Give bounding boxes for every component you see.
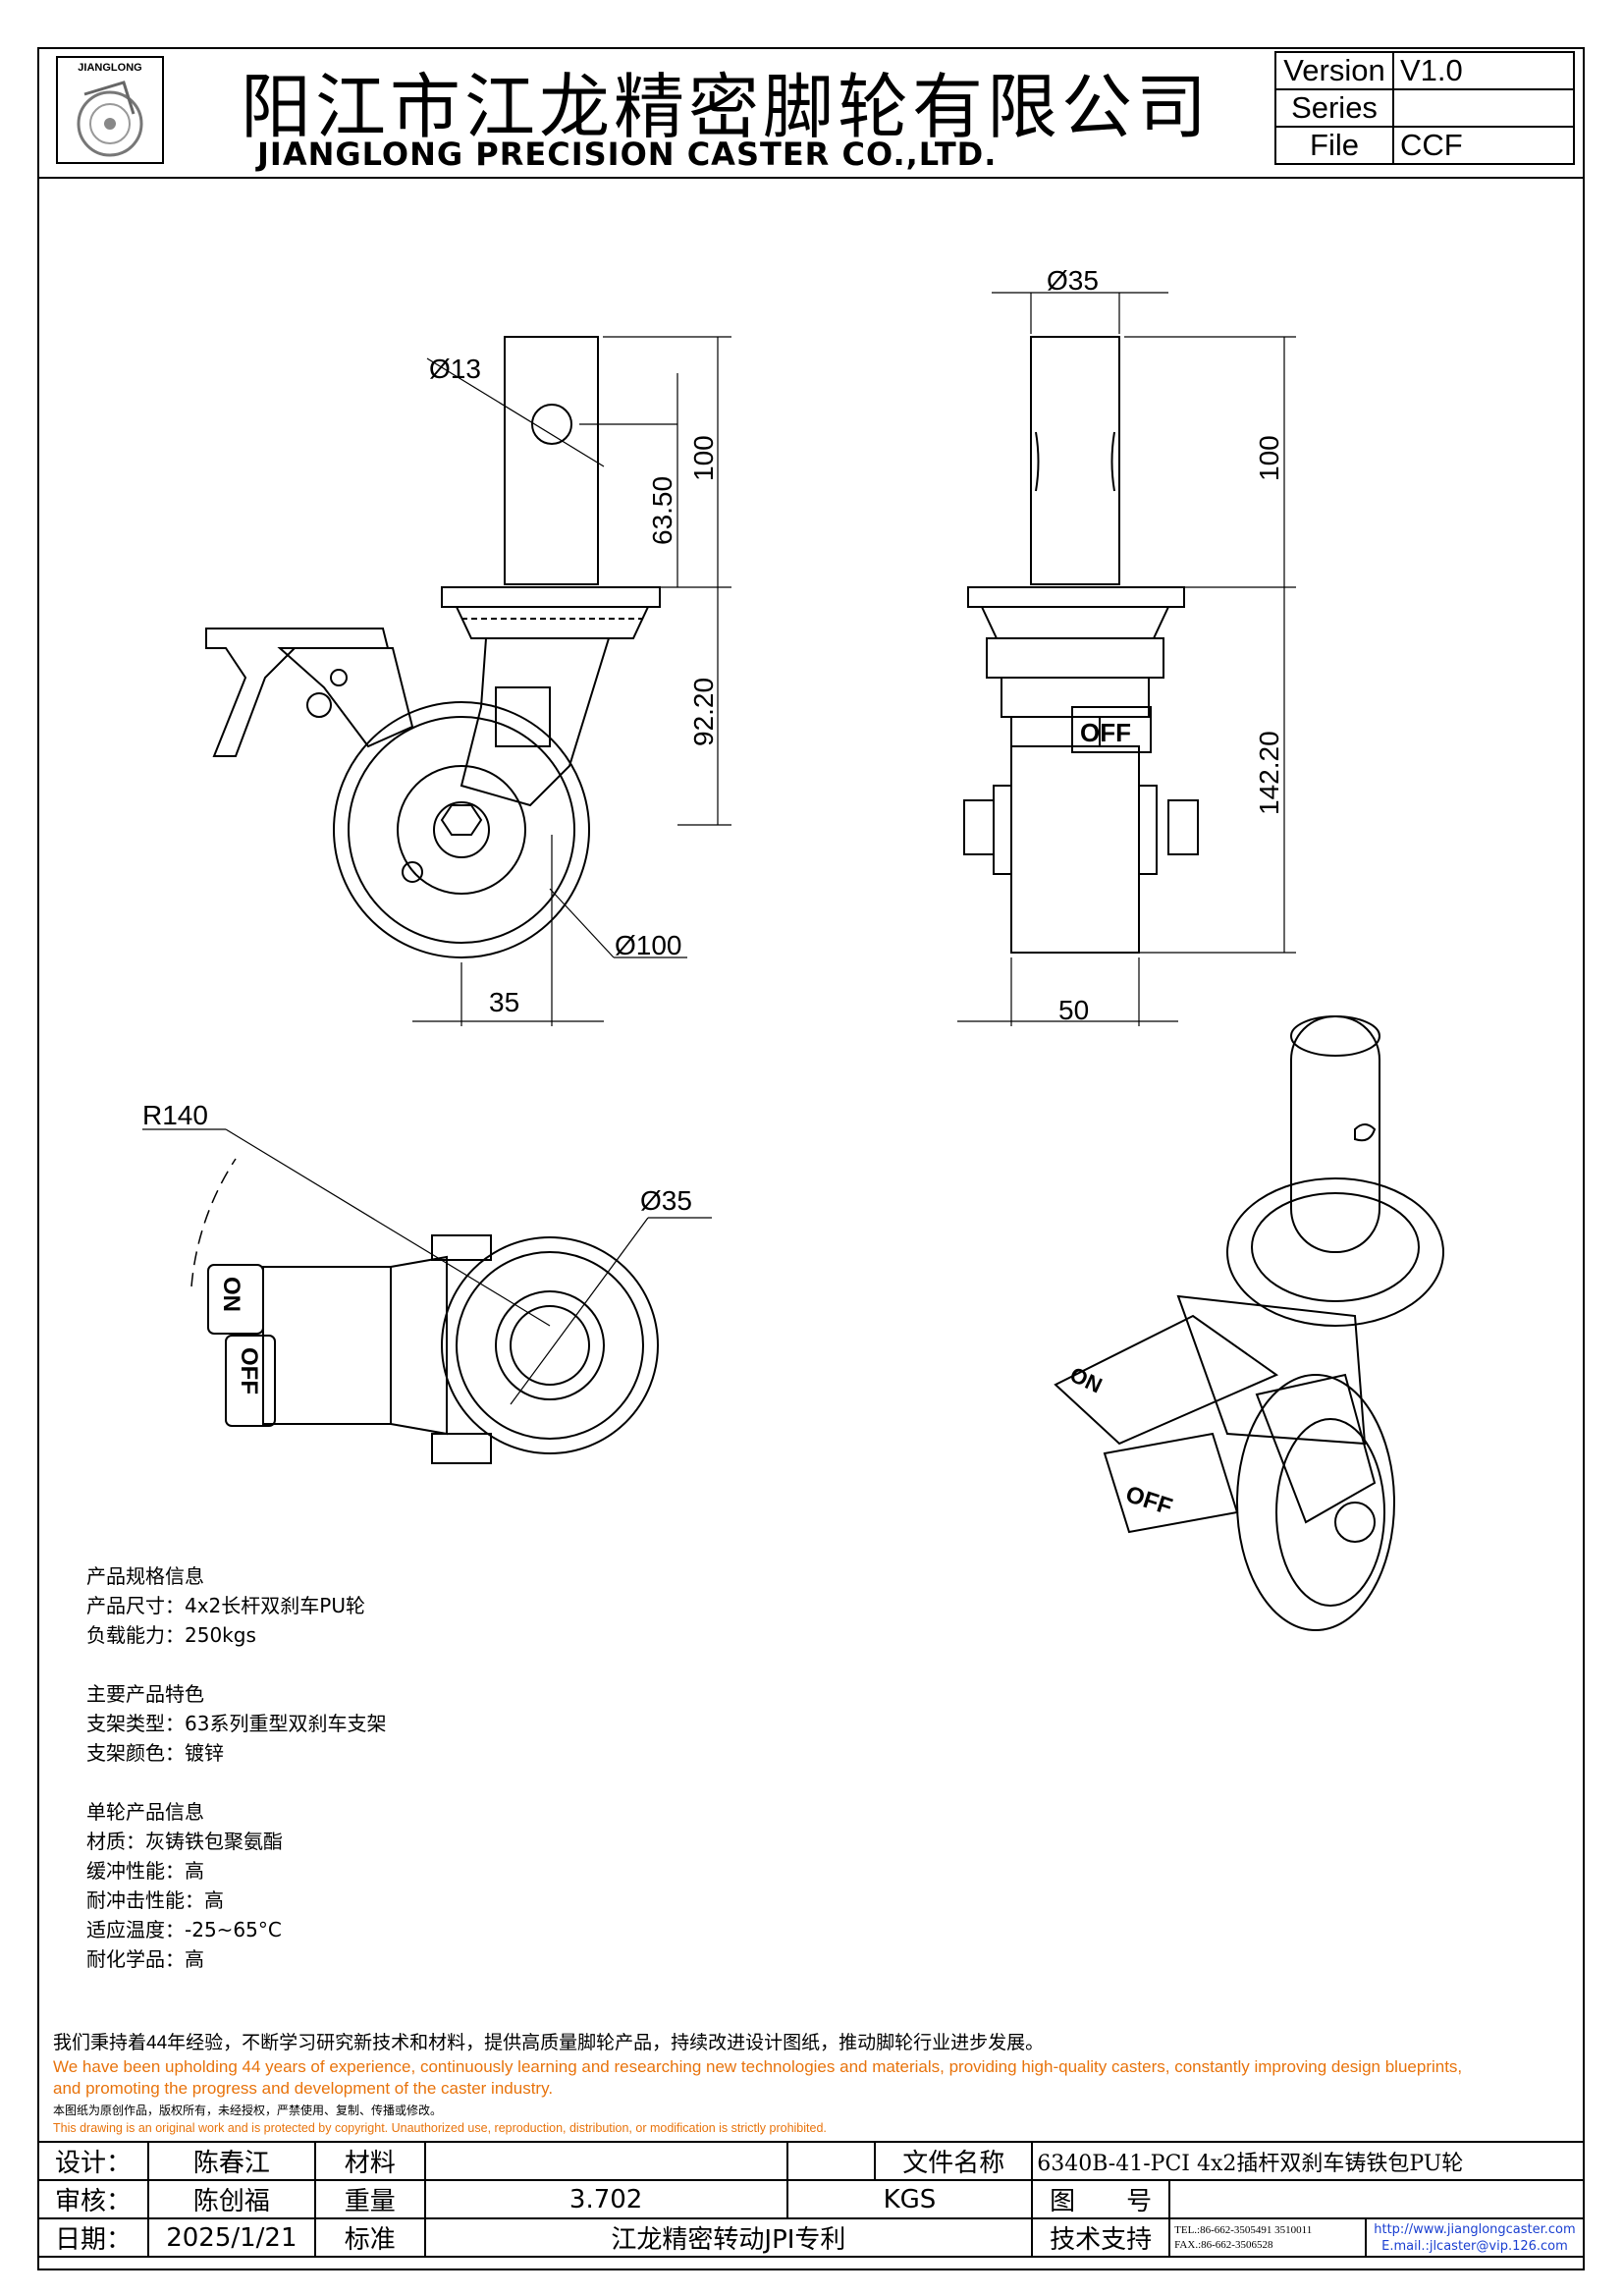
spec-section-title: 主要产品特色 <box>86 1682 204 1706</box>
top-view: R140 ON OFF Ø35 <box>142 1100 712 1464</box>
statement-en-2: and promoting the progress and developme… <box>53 2079 554 2098</box>
dim-plate-to-axle: 92.20 <box>688 678 719 746</box>
filename-label: 文件名称 <box>874 2141 1034 2181</box>
dim-hole-height: 63.50 <box>647 476 677 545</box>
copyright-en: This drawing is an original work and is … <box>53 2121 827 2135</box>
isometric-view: ON OFF <box>1054 1015 1444 1631</box>
drawing-frame <box>37 47 1585 2270</box>
spec-section-title: 产品规格信息 <box>86 1564 204 1588</box>
product-spec: 产品规格信息 产品尺寸：4x2长杆双刹车PU轮 负载能力：250kgs 主要产品… <box>86 1561 386 1974</box>
statement-en-1: We have been upholding 44 years of exper… <box>53 2057 1463 2076</box>
spec-line: 缓冲性能：高 <box>86 1859 204 1883</box>
design-label: 设计： <box>37 2141 149 2181</box>
dim-stem-length-front: 100 <box>1254 435 1284 481</box>
contact-web: http://www.jianglongcaster.com E.mail.:j… <box>1364 2217 1586 2258</box>
spec-line: 支架类型：63系列重型双刹车支架 <box>86 1712 387 1735</box>
website-link[interactable]: http://www.jianglongcaster.com <box>1374 2221 1576 2237</box>
tel-text: TEL.:86-662-3505491 3510011 <box>1174 2223 1313 2236</box>
off-label-front: OFF <box>1080 718 1131 747</box>
weight-value: 3.702 <box>423 2179 788 2219</box>
review-value: 陈创福 <box>146 2179 316 2219</box>
support-label: 技术支持 <box>1031 2217 1171 2258</box>
spec-line: 适应温度：-25~65°C <box>86 1918 282 1941</box>
version-value: V1.0 <box>1392 51 1575 90</box>
date-value: 2025/1/21 <box>146 2217 316 2258</box>
review-label: 审核： <box>37 2179 149 2219</box>
weight-unit: KGS <box>785 2179 1034 2219</box>
on-label-iso: ON <box>1066 1362 1106 1398</box>
contact-phone: TEL.:86-662-3505491 3510011 FAX.:86-662-… <box>1168 2217 1367 2258</box>
spec-line: 支架颜色：镀锌 <box>86 1741 224 1765</box>
spec-line: 耐冲击性能：高 <box>86 1888 224 1912</box>
on-label-top: ON <box>218 1277 244 1312</box>
dim-swivel-radius: R140 <box>142 1100 208 1130</box>
drawing-no-value <box>1168 2179 1585 2219</box>
version-label: Version <box>1274 51 1394 90</box>
front-view: OFF Ø35 100 142.20 50 <box>957 265 1296 1026</box>
spec-section-title: 单轮产品信息 <box>86 1800 204 1824</box>
off-label-iso: OFF <box>1122 1481 1175 1521</box>
dim-stem-diameter-top: Ø35 <box>640 1185 692 1216</box>
dim-total-height: 142.20 <box>1254 731 1284 815</box>
file-label: File <box>1274 126 1394 165</box>
spec-line: 耐化学品：高 <box>86 1947 204 1971</box>
date-label: 日期： <box>37 2217 149 2258</box>
company-name-en: JIANGLONG PRECISION CASTER CO.,LTD. <box>257 136 998 173</box>
logo-text: JIANGLONG <box>78 62 141 74</box>
spec-line: 产品尺寸：4x2长杆双刹车PU轮 <box>86 1594 365 1617</box>
design-value: 陈春江 <box>146 2141 316 2181</box>
copyright-cn: 本图纸为原创作品，版权所有，未经授权，严禁使用、复制、传播或修改。 <box>53 2104 443 2117</box>
dim-wheel-width: 50 <box>1058 995 1089 1025</box>
spec-line: 材质：灰铸铁包聚氨酯 <box>86 1830 283 1853</box>
dim-stem-diameter: Ø35 <box>1047 265 1099 296</box>
title-block: 设计： 陈春江 材料 文件名称 6340B-41-PCI 4x2插杆双刹车铸铁包… <box>37 2141 1586 2258</box>
notes-block: 我们秉持着44年经验，不断学习研究新技术和材料，提供高质量脚轮产品，持续改进设计… <box>53 2031 1462 2137</box>
side-view: Ø13 100 63.50 92.20 Ø100 35 <box>205 336 731 1026</box>
dim-stem-length: 100 <box>688 435 719 481</box>
off-label-top: OFF <box>236 1347 262 1394</box>
version-table: Version V1.0 Series File CCF <box>1274 51 1575 165</box>
dim-offset: 35 <box>489 987 519 1017</box>
file-value: CCF <box>1392 126 1575 165</box>
header-divider <box>37 177 1585 179</box>
series-value <box>1392 88 1575 128</box>
statement-cn: 我们秉持着44年经验，不断学习研究新技术和材料，提供高质量脚轮产品，持续改进设计… <box>53 2033 1045 2053</box>
weight-label: 重量 <box>313 2179 426 2219</box>
fax-text: FAX.:86-662-3506528 <box>1174 2238 1273 2251</box>
standard-value: 江龙精密转动JPI专利 <box>423 2217 1034 2258</box>
email-link[interactable]: E.mail.:jlcaster@vip.126.com <box>1381 2238 1568 2254</box>
material-value <box>423 2141 788 2181</box>
material-label: 材料 <box>313 2141 426 2181</box>
spec-line: 负载能力：250kgs <box>86 1623 256 1647</box>
standard-label: 标准 <box>313 2217 426 2258</box>
drawing-no-label: 图 号 <box>1031 2179 1171 2219</box>
company-logo: JIANGLONG <box>55 55 165 165</box>
filename-value: 6340B-41-PCI 4x2插杆双刹车铸铁包PU轮 <box>1031 2141 1585 2181</box>
company-name-cn: 阳江市江龙精密脚轮有限公司 <box>241 66 1212 148</box>
dim-wheel-diameter: Ø100 <box>615 930 682 960</box>
dim-hole-diameter: Ø13 <box>429 354 481 384</box>
off-tag-front <box>1071 706 1152 753</box>
series-label: Series <box>1274 88 1394 128</box>
